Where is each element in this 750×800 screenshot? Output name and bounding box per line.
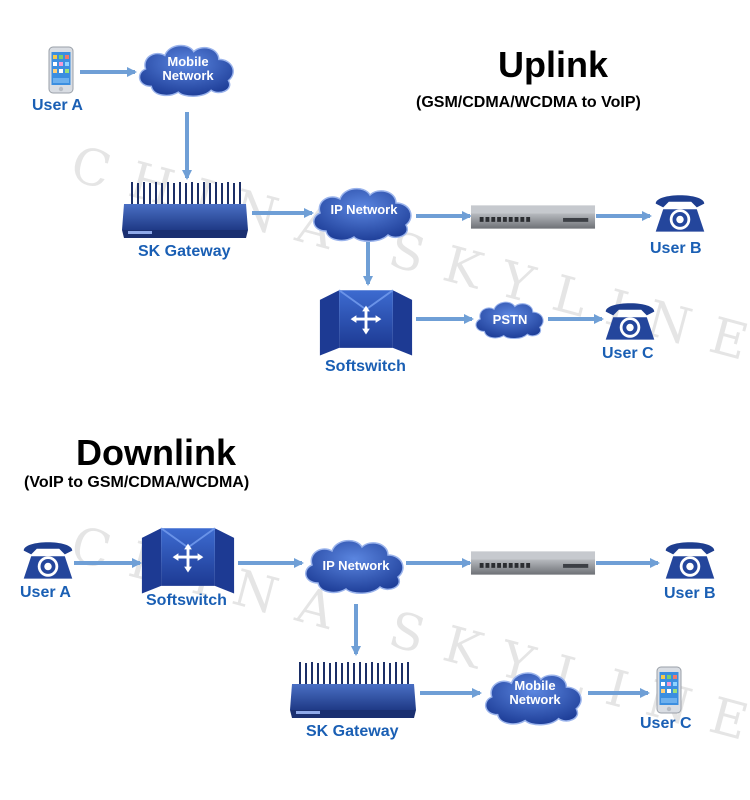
telephone-icon-dl-user-a: [23, 542, 73, 579]
server-icon-dl: [470, 551, 596, 575]
ip-network-label-dl: IP Network: [323, 558, 391, 573]
label-dl-user-a: User A: [20, 584, 71, 601]
mobile-network-label-dl-line2: Network: [509, 692, 561, 707]
downlink-title: Downlink: [76, 432, 236, 473]
ip-network-cloud-dl: IP Network: [304, 539, 404, 595]
label-dl-sk-gateway: SK Gateway: [306, 723, 399, 740]
mobile-network-cloud-dl: Mobile Network: [484, 672, 582, 726]
ip-network-label: IP Network: [331, 202, 399, 217]
label-dl-user-c: User C: [640, 715, 692, 732]
uplink-title: Uplink: [498, 44, 609, 85]
pstn-cloud: PSTN: [475, 301, 544, 340]
label-softswitch: Softswitch: [325, 358, 406, 375]
downlink-subtitle: (VoIP to GSM/CDMA/WCDMA): [24, 474, 250, 491]
server-icon: [470, 205, 596, 229]
telephone-icon-dl-user-b: [665, 542, 715, 579]
mobile-network-label-dl-line1: Mobile: [514, 678, 555, 693]
label-sk-gateway: SK Gateway: [138, 243, 231, 260]
ip-network-cloud: IP Network: [312, 187, 412, 243]
label-dl-softswitch: Softswitch: [146, 592, 227, 609]
smartphone-icon-dl-user-c: [656, 666, 682, 714]
pstn-label: PSTN: [493, 312, 528, 327]
mobile-network-label-line1: Mobile: [167, 54, 208, 69]
mobile-network-cloud: Mobile Network: [138, 44, 234, 98]
uplink-subtitle: (GSM/CDMA/WCDMA to VoIP): [416, 94, 641, 111]
softswitch-icon-dl: [140, 526, 236, 594]
telephone-icon-user-b: [655, 195, 705, 232]
label-user-c: User C: [602, 345, 654, 362]
gateway-icon-dl: [289, 661, 417, 719]
label-user-b: User B: [650, 240, 702, 257]
softswitch-icon: [318, 288, 414, 356]
telephone-icon-user-c: [605, 303, 655, 340]
label-dl-user-b: User B: [664, 585, 716, 602]
label-user-a: User A: [32, 97, 83, 114]
smartphone-icon-user-a: [48, 46, 74, 94]
gateway-icon: [121, 181, 249, 239]
mobile-network-label-line2: Network: [162, 68, 214, 83]
